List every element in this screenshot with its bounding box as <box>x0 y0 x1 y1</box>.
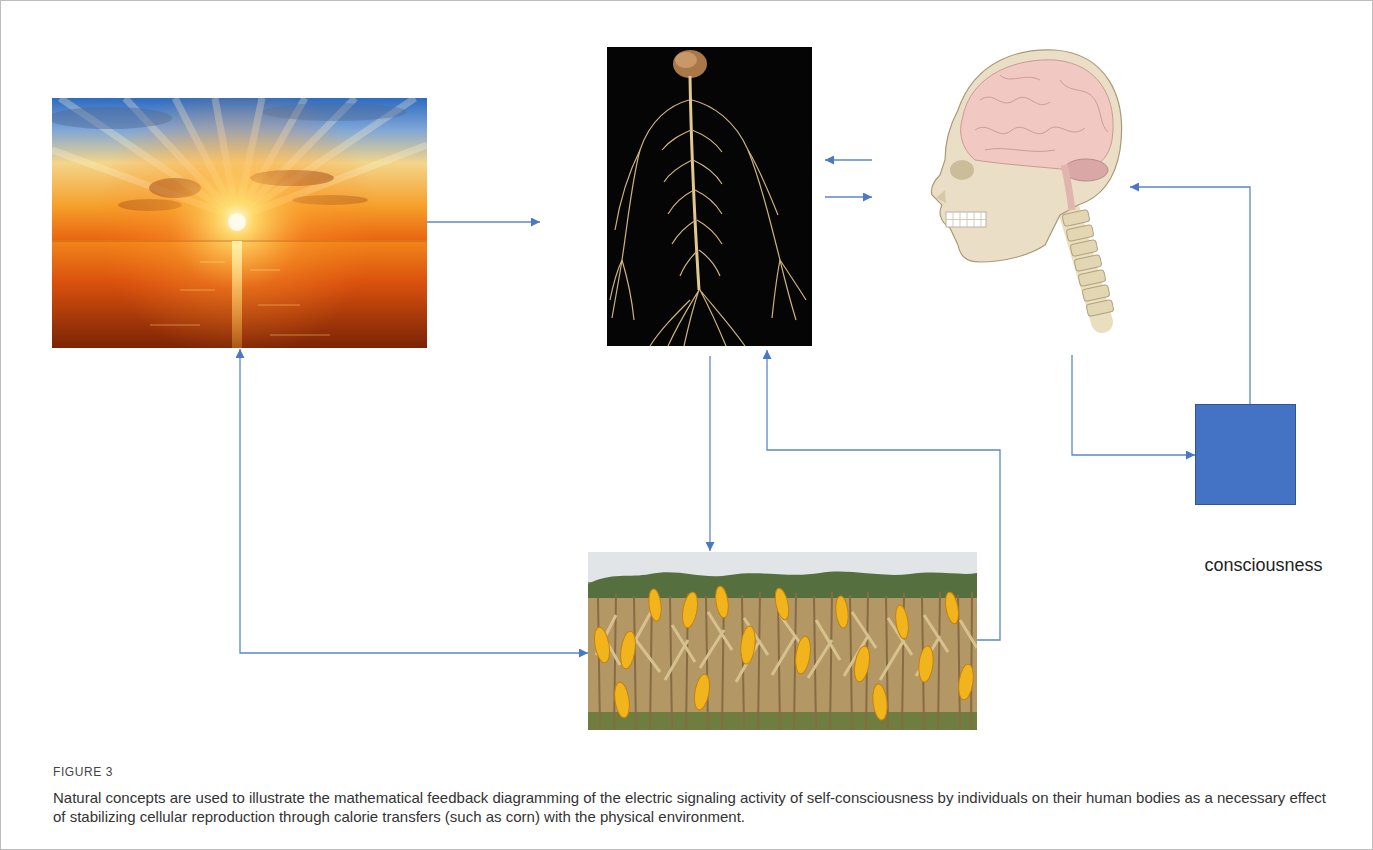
skull-brain-illustration-part <box>932 50 1122 262</box>
feedback-arrow <box>767 350 1000 640</box>
nervous-system-illustration-part <box>607 47 812 346</box>
sunset-illustration <box>52 98 427 348</box>
nervous-system-illustration-part-part <box>748 150 778 215</box>
corn-field-illustration-part-part <box>852 645 872 683</box>
nervous-system-illustration-part-part <box>780 260 806 300</box>
skull-brain-illustration-part-part <box>1000 75 1040 80</box>
feedback-arrow <box>240 349 588 653</box>
skull-brain-illustration-part-part <box>985 149 1055 152</box>
sunset-illustration-part-part <box>250 269 280 270</box>
corn-field-illustration-part-part <box>793 635 812 675</box>
node-label: consciousness <box>1204 554 1322 576</box>
corn-field-illustration-part-part <box>680 591 700 629</box>
corn-field-illustration-part-part <box>618 630 637 670</box>
skull-brain-illustration-part-part <box>1066 224 1094 241</box>
corn-field-illustration-part <box>588 552 977 730</box>
corn-field-illustration-part <box>592 585 975 720</box>
corn-field-illustration-part <box>588 712 977 730</box>
skull-brain-illustration-part-part <box>1060 80 1108 132</box>
skull-brain-illustration-part <box>1064 159 1108 181</box>
skull-brain-illustration-part-part <box>1074 254 1102 271</box>
nervous-system-illustration-part <box>673 50 707 78</box>
corn-field-illustration-part-part <box>692 673 712 711</box>
corn-field-illustration-part-part <box>647 588 662 621</box>
nervous-system-illustration-part-part <box>772 260 780 318</box>
corn-field-illustration-part-part <box>613 681 632 719</box>
feedback-arrow <box>1130 187 1250 404</box>
skull-brain-illustration-part <box>975 75 1108 151</box>
sunset-illustration-part-part <box>180 289 215 290</box>
nervous-system-illustration-part <box>610 100 806 346</box>
skull-brain-illustration-part <box>936 190 946 203</box>
skull-brain-illustration <box>932 50 1122 322</box>
skull-brain-illustration-part-part <box>1082 284 1110 301</box>
nervous-system-photo <box>540 47 825 350</box>
sunset-illustration-part <box>150 262 330 335</box>
skull-brain-illustration-part-part <box>975 127 1085 134</box>
nervous-system-illustration-part-part <box>612 100 689 318</box>
skull-brain-illustration-part <box>946 212 986 227</box>
feedback-arrow <box>825 159 872 160</box>
feedback-arrow <box>427 221 540 222</box>
consciousness-box: consciousness <box>1195 404 1296 505</box>
skull-brain-illustration-part <box>1062 209 1114 316</box>
nervous-system-illustration-part-part <box>650 290 745 346</box>
skull-brain-illustration-part-part <box>1078 269 1106 286</box>
nervous-system-illustration-part-part <box>622 260 634 320</box>
sunset-illustration-part-part <box>200 261 225 262</box>
figure-caption: Natural concepts are used to illustrate … <box>53 788 1338 826</box>
nervous-system-illustration-part-part <box>615 150 640 230</box>
sunset-illustration-part <box>97 98 377 348</box>
sunset-illustration-part-part <box>270 334 330 335</box>
nervous-system-illustration <box>607 47 812 346</box>
corn-field-photo <box>588 552 977 730</box>
corn-field-illustration-part-part <box>943 591 960 625</box>
skull-brain-illustration-part-part <box>1062 209 1090 226</box>
corn-field-illustration-part-part <box>871 683 889 720</box>
corn-field-illustration-part-part <box>773 587 791 621</box>
sunset-illustration-part-part <box>150 324 200 325</box>
sunset-illustration-part-part <box>258 304 300 305</box>
feedback-arrow <box>825 196 872 197</box>
corn-field-illustration-part <box>596 610 977 682</box>
corn-field-illustration-part-part <box>739 625 757 664</box>
nervous-system-illustration-part-part <box>692 100 796 320</box>
figure-number: FIGURE 3 <box>53 765 113 780</box>
sunset-photo <box>52 98 427 348</box>
corn-field-illustration-part-part <box>894 604 911 639</box>
feedback-arrow <box>709 356 710 551</box>
feedback-arrow <box>1072 355 1195 455</box>
skull-brain-illustration-part-part <box>1086 299 1114 316</box>
skull-brain-illustration-part <box>950 160 974 180</box>
skull-brain-illustration-part-part <box>1070 239 1098 256</box>
nervous-system-illustration-part-part <box>610 260 622 300</box>
corn-field-illustration <box>588 552 977 730</box>
corn-field-illustration-part-part <box>592 626 612 664</box>
skull-brain-illustration-part <box>946 212 986 227</box>
corn-field-illustration-part-part <box>957 663 976 701</box>
skull-brain-illustration-part-part <box>980 97 1050 105</box>
skull-brain-illustration-part <box>961 60 1113 170</box>
corn-field-illustration-part-part <box>917 645 935 682</box>
nervous-system-illustration-part <box>675 52 697 68</box>
skull-brain-illustration-part <box>1064 165 1072 210</box>
sunset-illustration-part <box>232 241 242 348</box>
nervous-system-illustration-part-part <box>662 130 722 276</box>
corn-field-illustration-part-part <box>834 595 849 628</box>
corn-field-illustration-part-part <box>714 585 730 618</box>
skull-brain-drawing <box>872 48 1130 353</box>
sunset-illustration-part <box>228 213 246 231</box>
